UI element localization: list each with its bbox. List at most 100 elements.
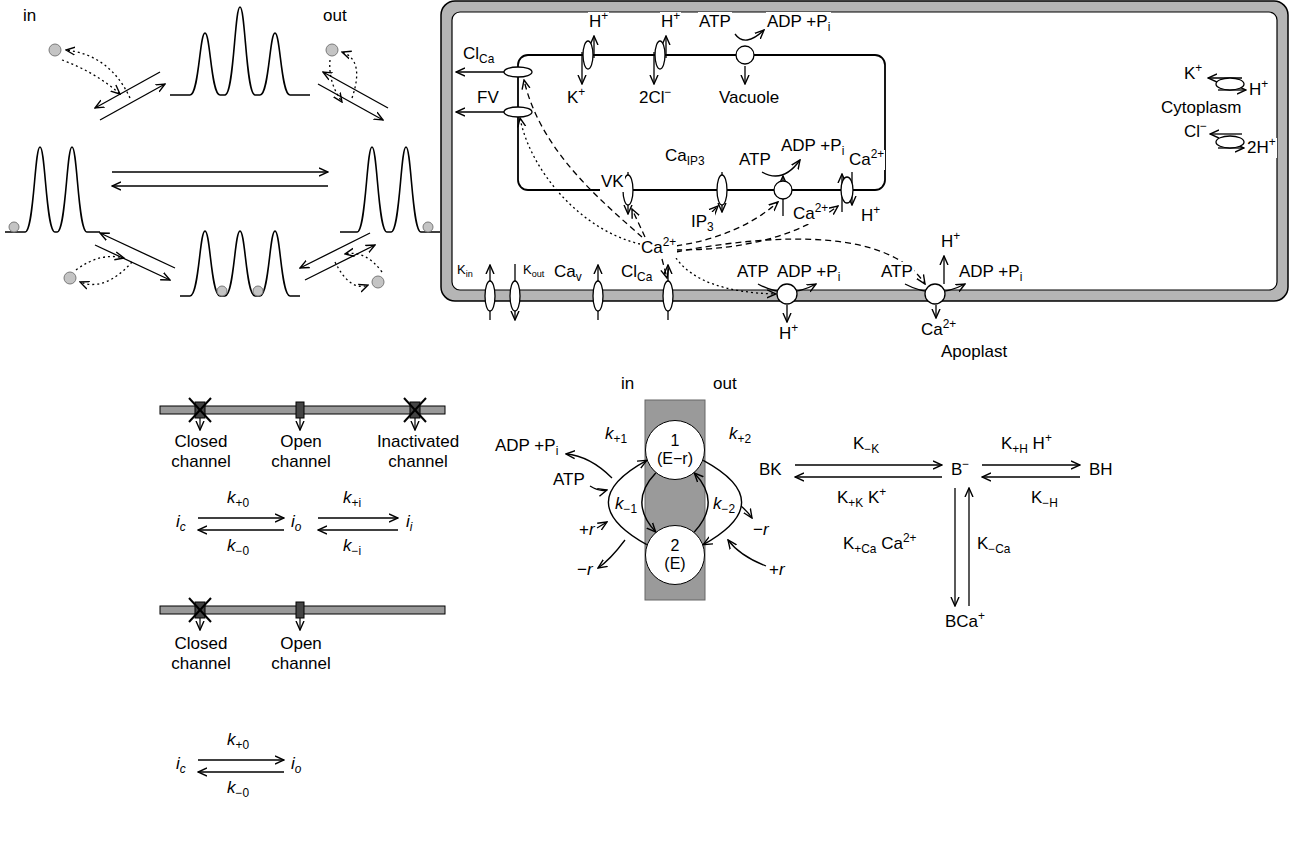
binding-arrow: [76, 257, 124, 271]
label: +: [978, 609, 985, 623]
label: −: [577, 560, 587, 579]
energy-profile: [340, 147, 440, 232]
label: K+: [566, 88, 586, 108]
label: ADP +Pi: [776, 262, 841, 282]
calcium-inhibition: [520, 118, 640, 244]
channel-symbol: [1216, 136, 1244, 148]
label: k+0: [226, 488, 250, 508]
label: io: [290, 754, 302, 774]
label: −: [665, 85, 672, 99]
label: k−0: [226, 536, 250, 556]
binding-arrow: [62, 50, 382, 286]
buffer-arrow: [795, 464, 942, 465]
channel-symbol: [655, 41, 665, 69]
transition-arrow: [95, 245, 170, 280]
transport-arrow: [1210, 133, 1242, 134]
membrane-bar: [414, 418, 415, 430]
label: c: [180, 762, 186, 776]
label: 2H+: [1246, 138, 1277, 158]
rate-constant: k: [605, 424, 614, 443]
label: out: [532, 269, 545, 279]
node-text: Cytoplasm: [1160, 98, 1242, 118]
label: +: [791, 321, 798, 335]
label: IP3: [687, 154, 705, 168]
label: +: [879, 485, 886, 499]
label: IP3: [690, 212, 715, 232]
ligand-arrow: [741, 506, 752, 518]
binding-arrow: [80, 262, 132, 285]
vacuole-region: Vacuole: [518, 55, 885, 190]
transport-arrow: [456, 30, 1246, 322]
node-text: Vacuole: [718, 88, 780, 108]
label: r: [587, 560, 593, 579]
ion-ball: [217, 286, 227, 296]
label: 2+: [663, 235, 677, 249]
label: B−: [950, 460, 970, 480]
label: IP: [691, 212, 707, 231]
transport-arrow: [935, 305, 936, 318]
label: ClCa: [620, 262, 653, 282]
label: BH: [1088, 460, 1114, 480]
label: ADP +Pi: [780, 136, 845, 156]
label: i: [406, 512, 410, 531]
membrane-bar: [296, 402, 304, 418]
ion-ball: [253, 286, 263, 296]
energy-profile: [5, 7, 440, 296]
transport-arrow: [456, 71, 505, 72]
label: ADP +P: [781, 136, 842, 155]
transport-arrow: [744, 66, 745, 84]
membrane-bar: [199, 418, 200, 430]
label: r: [779, 560, 785, 579]
calcium-inhibition: [520, 118, 776, 294]
label: Open channel: [263, 432, 339, 473]
label: K+H H+: [1000, 434, 1053, 454]
label: H: [1249, 80, 1261, 99]
channel-symbol: [925, 284, 945, 304]
membrane-bar: [299, 618, 300, 630]
node-text: 2: [671, 537, 680, 555]
label: K+K K+: [836, 488, 887, 508]
channel-symbol: [504, 67, 532, 77]
reaction-arc: [694, 473, 708, 532]
binding-arrow: [330, 60, 342, 102]
reaction-arc: [703, 460, 741, 544]
label: +: [953, 229, 960, 243]
label: K: [1031, 488, 1042, 507]
label: K: [843, 534, 854, 553]
calcium-regulation: [676, 239, 925, 284]
binding-arrow: [335, 262, 368, 286]
label: −0: [236, 544, 250, 558]
binding-arrow: [66, 50, 130, 98]
label: K: [1184, 64, 1195, 83]
ion-ball: [9, 222, 19, 232]
channel-symbol: [593, 281, 603, 311]
cell-wall: [441, 1, 1288, 301]
rate-constant: k: [713, 494, 722, 513]
ion-ball: [423, 222, 433, 232]
kinetic-arrow: [198, 517, 284, 518]
rate-constant: +2: [738, 432, 752, 446]
label: ATP: [880, 262, 914, 282]
label: BCa: [945, 612, 978, 631]
state-circle: 1(E−r): [645, 420, 705, 480]
label: k−i: [342, 536, 362, 556]
transport-arrow: [735, 30, 764, 40]
label: o: [295, 520, 302, 534]
label: out: [712, 374, 738, 394]
ligand-arrow: [598, 540, 625, 568]
label: +: [578, 85, 585, 99]
state-circle: 2(E): [645, 525, 705, 585]
channel-symbol: [841, 177, 853, 203]
label: H: [861, 206, 873, 225]
energy-profile: [5, 147, 100, 232]
calcium-regulation: [632, 209, 645, 237]
channel-symbol: [1216, 78, 1244, 90]
label: BK: [758, 460, 783, 480]
label: H: [779, 324, 791, 343]
label: i: [410, 520, 413, 534]
label: k: [227, 778, 236, 797]
label: Ca2+: [848, 150, 885, 170]
label: k: [343, 536, 352, 555]
label: ADP +P: [495, 436, 556, 455]
